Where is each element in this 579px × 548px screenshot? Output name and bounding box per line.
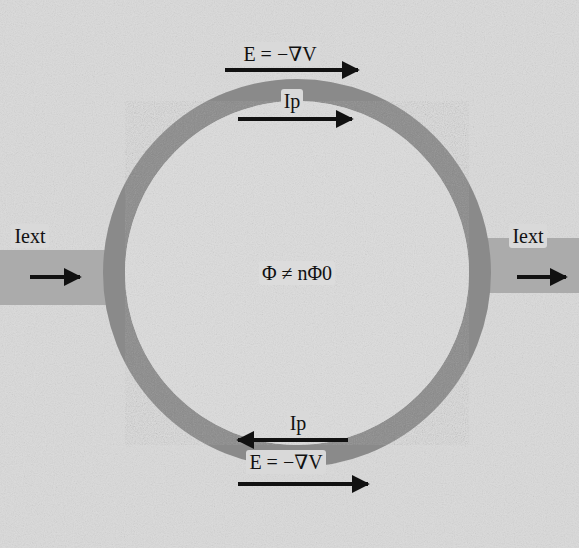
current-label: Ip <box>287 411 310 435</box>
left-lead <box>0 250 118 305</box>
current-arrow <box>238 117 352 121</box>
field-arrow <box>225 68 358 72</box>
external-current-label: Iext <box>509 224 546 248</box>
ring <box>114 90 480 456</box>
arrows <box>30 70 566 484</box>
ring-interior <box>125 101 469 445</box>
current-label: Ip <box>281 89 304 113</box>
field-label: E = −∇V <box>246 450 325 474</box>
external-current-arrow <box>517 275 566 279</box>
flux-label: Φ ≠ nΦ0 <box>259 261 335 285</box>
field-arrow <box>238 482 368 486</box>
external-current-arrow <box>30 275 80 279</box>
external-current-label: Iext <box>11 224 48 248</box>
current-arrow <box>238 438 348 442</box>
field-label: E = −∇V <box>240 42 319 66</box>
ring-interior-noise <box>125 101 469 445</box>
